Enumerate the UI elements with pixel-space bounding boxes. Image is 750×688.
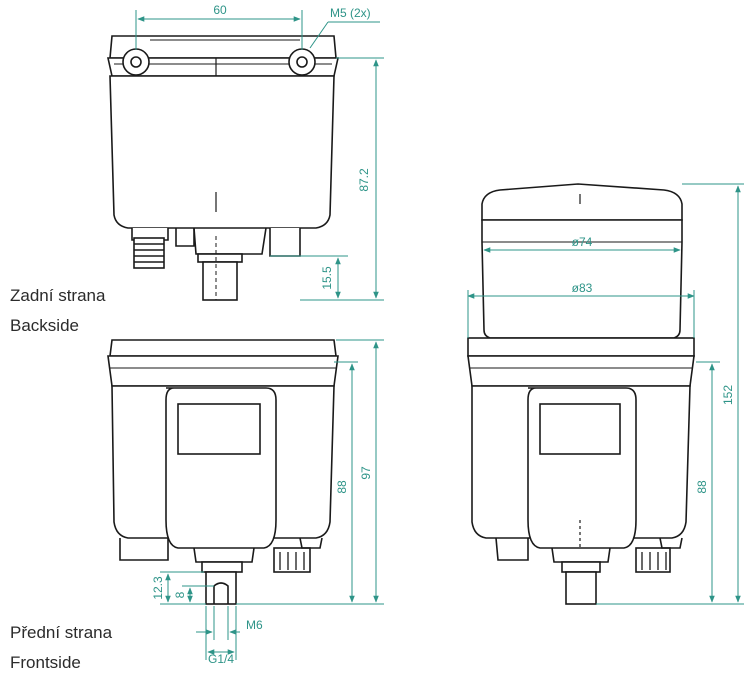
dim-back-height: 87.2 [357, 168, 371, 192]
dim-body-height-front: 88 [335, 480, 349, 494]
dim-top-diameter: ø74 [572, 235, 593, 249]
backside-caption: Zadní strana Backside [10, 281, 105, 341]
dim-mount-thread: M5 (2x) [330, 6, 371, 20]
side-dimensions [467, 183, 744, 605]
dim-front-total-height: 97 [359, 466, 373, 480]
dim-stub-offset: 8 [173, 591, 187, 598]
dim-body-height-side: 88 [695, 480, 709, 494]
frontside-caption: Přední strana Frontside [10, 618, 112, 678]
dim-outlet-thread: M6 [246, 618, 263, 632]
dim-stub-height: 12.3 [151, 576, 165, 600]
dim-hole-spacing: 60 [213, 3, 227, 17]
dim-total-height: 152 [721, 385, 735, 405]
frontside-caption-cz: Přední strana [10, 623, 113, 642]
frontside-caption-en: Frontside [10, 653, 81, 672]
front-view [107, 339, 339, 605]
front-dimensions [160, 339, 384, 660]
backside-caption-cz: Zadní strana [10, 286, 106, 305]
backside-caption-en: Backside [10, 316, 79, 335]
back-view [107, 35, 339, 301]
back-dimensions [135, 10, 384, 301]
dim-outlet-size: G1/4 [208, 652, 234, 666]
dim-fitting-height: 15.5 [320, 266, 334, 290]
side-view [467, 183, 695, 605]
dim-body-diameter: ø83 [572, 281, 593, 295]
